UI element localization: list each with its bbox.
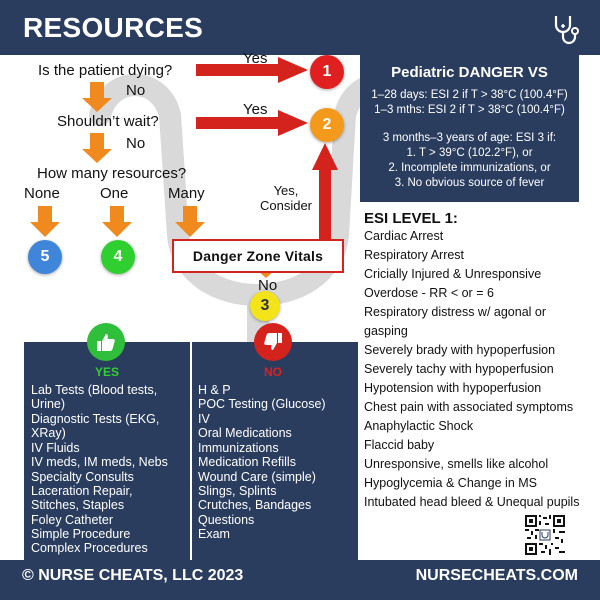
thumbs-up-icon: [87, 323, 125, 361]
esi-item: Chest pain with associated symptoms: [364, 400, 574, 414]
yes-item: Urine): [31, 397, 66, 411]
yes-item: IV Fluids: [31, 441, 80, 455]
yes-column-label: YES: [95, 365, 120, 379]
question-resources: How many resources?: [37, 165, 187, 182]
no-item: Oral Medications: [198, 426, 292, 440]
arrow-consider: [312, 143, 338, 239]
pediatric-line-3: 3 months–3 years of age: ESI 3 if:: [382, 132, 557, 144]
arrow-yes-2: [196, 110, 308, 136]
no-item: Medication Refills: [198, 455, 296, 469]
arrow-many: [175, 206, 205, 237]
no-item: Exam: [198, 527, 230, 541]
label-many: Many: [168, 185, 205, 202]
esi-item: Respiratory distress w/ agonal or: [364, 305, 547, 319]
pediatric-line-2: 1–3 mths: ESI 2 if T > 38°C (100.4°F): [374, 104, 565, 116]
footer-bar: © NURSE CHEATS, LLC 2023 NURSECHEATS.COM: [0, 560, 600, 600]
yes-item: Simple Procedure: [31, 527, 131, 541]
esi-item: Anaphylactic Shock: [364, 419, 474, 433]
esi-item: Cricially Injured & Unresponsive: [364, 267, 542, 281]
question-wait: Shouldn’t wait?: [57, 113, 159, 130]
esi-item: Overdose - RR < or = 6: [364, 286, 494, 300]
label-no-2: No: [126, 135, 146, 152]
thumbs-down-icon: [254, 323, 292, 361]
no-item: Crutches, Bandages: [198, 498, 312, 512]
yes-item: IV meds, IM meds, Nebs: [31, 455, 168, 469]
question-dying: Is the patient dying?: [38, 62, 173, 79]
pediatric-line-4: 1. T > 39°C (102.2°F), or: [406, 147, 533, 159]
esi-item: Severely tachy with hypoperfusion: [364, 362, 554, 376]
label-none: None: [24, 185, 60, 202]
yes-item: Foley Catheter: [31, 513, 113, 527]
danger-zone-vitals-box: Danger Zone Vitals: [172, 239, 344, 273]
arrow-yes-1: [196, 57, 308, 83]
no-item: Immunizations: [198, 441, 279, 455]
pediatric-line-6: 3. No obvious source of fever: [394, 177, 545, 189]
no-item: Questions: [198, 513, 255, 527]
esi-item: Hypoglycemia & Change in MS: [364, 476, 537, 490]
label-yes-1: Yes: [243, 50, 268, 67]
label-no-1: No: [126, 82, 146, 99]
esi-level-2-circle: 2: [310, 108, 344, 142]
header-bar: RESOURCES: [0, 0, 600, 55]
no-item: Slings, Splints: [198, 484, 277, 498]
no-column-label: NO: [264, 365, 282, 379]
stethoscope-icon: [554, 16, 579, 45]
website-link[interactable]: NURSECHEATS.COM: [415, 567, 578, 584]
esi-level-4-circle: 4: [101, 240, 135, 274]
esi-level-3-circle: 3: [250, 291, 280, 321]
esi-level-1-title: ESI LEVEL 1:: [364, 210, 458, 227]
esi-level-1-circle: 1: [310, 55, 344, 89]
esi-item: Unresponsive, smells like alcohol: [364, 457, 549, 471]
no-item: H & P: [198, 383, 231, 397]
esi-item: Cardiac Arrest: [364, 229, 444, 243]
pediatric-line-5: 2. Incomplete immunizations, or: [388, 162, 551, 174]
esi-item: Intubated head bleed & Unequal pupils: [364, 495, 580, 509]
pediatric-title: Pediatric DANGER VS: [391, 64, 548, 81]
label-yes-2: Yes: [243, 101, 268, 118]
yes-item: Diagnostic Tests (EKG,: [31, 412, 160, 426]
yes-item: Stitches, Staples: [31, 498, 125, 512]
label-one: One: [100, 185, 129, 202]
no-item: POC Testing (Glucose): [198, 397, 326, 411]
esi-item: Severely brady with hypoperfusion: [364, 343, 556, 357]
esi-item: gasping: [364, 324, 408, 338]
pediatric-danger-box: Pediatric DANGER VS 1–28 days: ESI 2 if …: [360, 55, 579, 202]
resources-panel: [24, 342, 358, 560]
esi-item: Respiratory Arrest: [364, 248, 465, 262]
yes-item: Lab Tests (Blood tests,: [31, 383, 158, 397]
esi-level-5-circle: 5: [28, 240, 62, 274]
copyright-text: © NURSE CHEATS, LLC 2023: [22, 567, 244, 584]
page-title: RESOURCES: [23, 12, 204, 43]
arrow-no-1: [82, 82, 112, 112]
esi-item: Hypotension with hypoperfusion: [364, 381, 542, 395]
label-no-3: No: [258, 277, 278, 294]
arrow-one: [102, 206, 132, 237]
arrow-none: [30, 206, 60, 237]
column-divider: [190, 342, 192, 560]
no-item: IV: [198, 412, 210, 426]
yes-item: Specialty Consults: [31, 470, 134, 484]
qr-code-icon: [523, 513, 567, 557]
pediatric-line-1: 1–28 days: ESI 2 if T > 38°C (100.4°F): [371, 89, 568, 101]
no-item: Wound Care (simple): [198, 470, 316, 484]
label-yes-consider: Yes, Consider: [259, 183, 313, 213]
esi-item: Flaccid baby: [364, 438, 435, 452]
yes-item: Laceration Repair,: [31, 484, 133, 498]
yes-item: XRay): [31, 426, 66, 440]
arrow-no-2: [82, 133, 112, 163]
yes-item: Complex Procedures: [31, 541, 148, 555]
